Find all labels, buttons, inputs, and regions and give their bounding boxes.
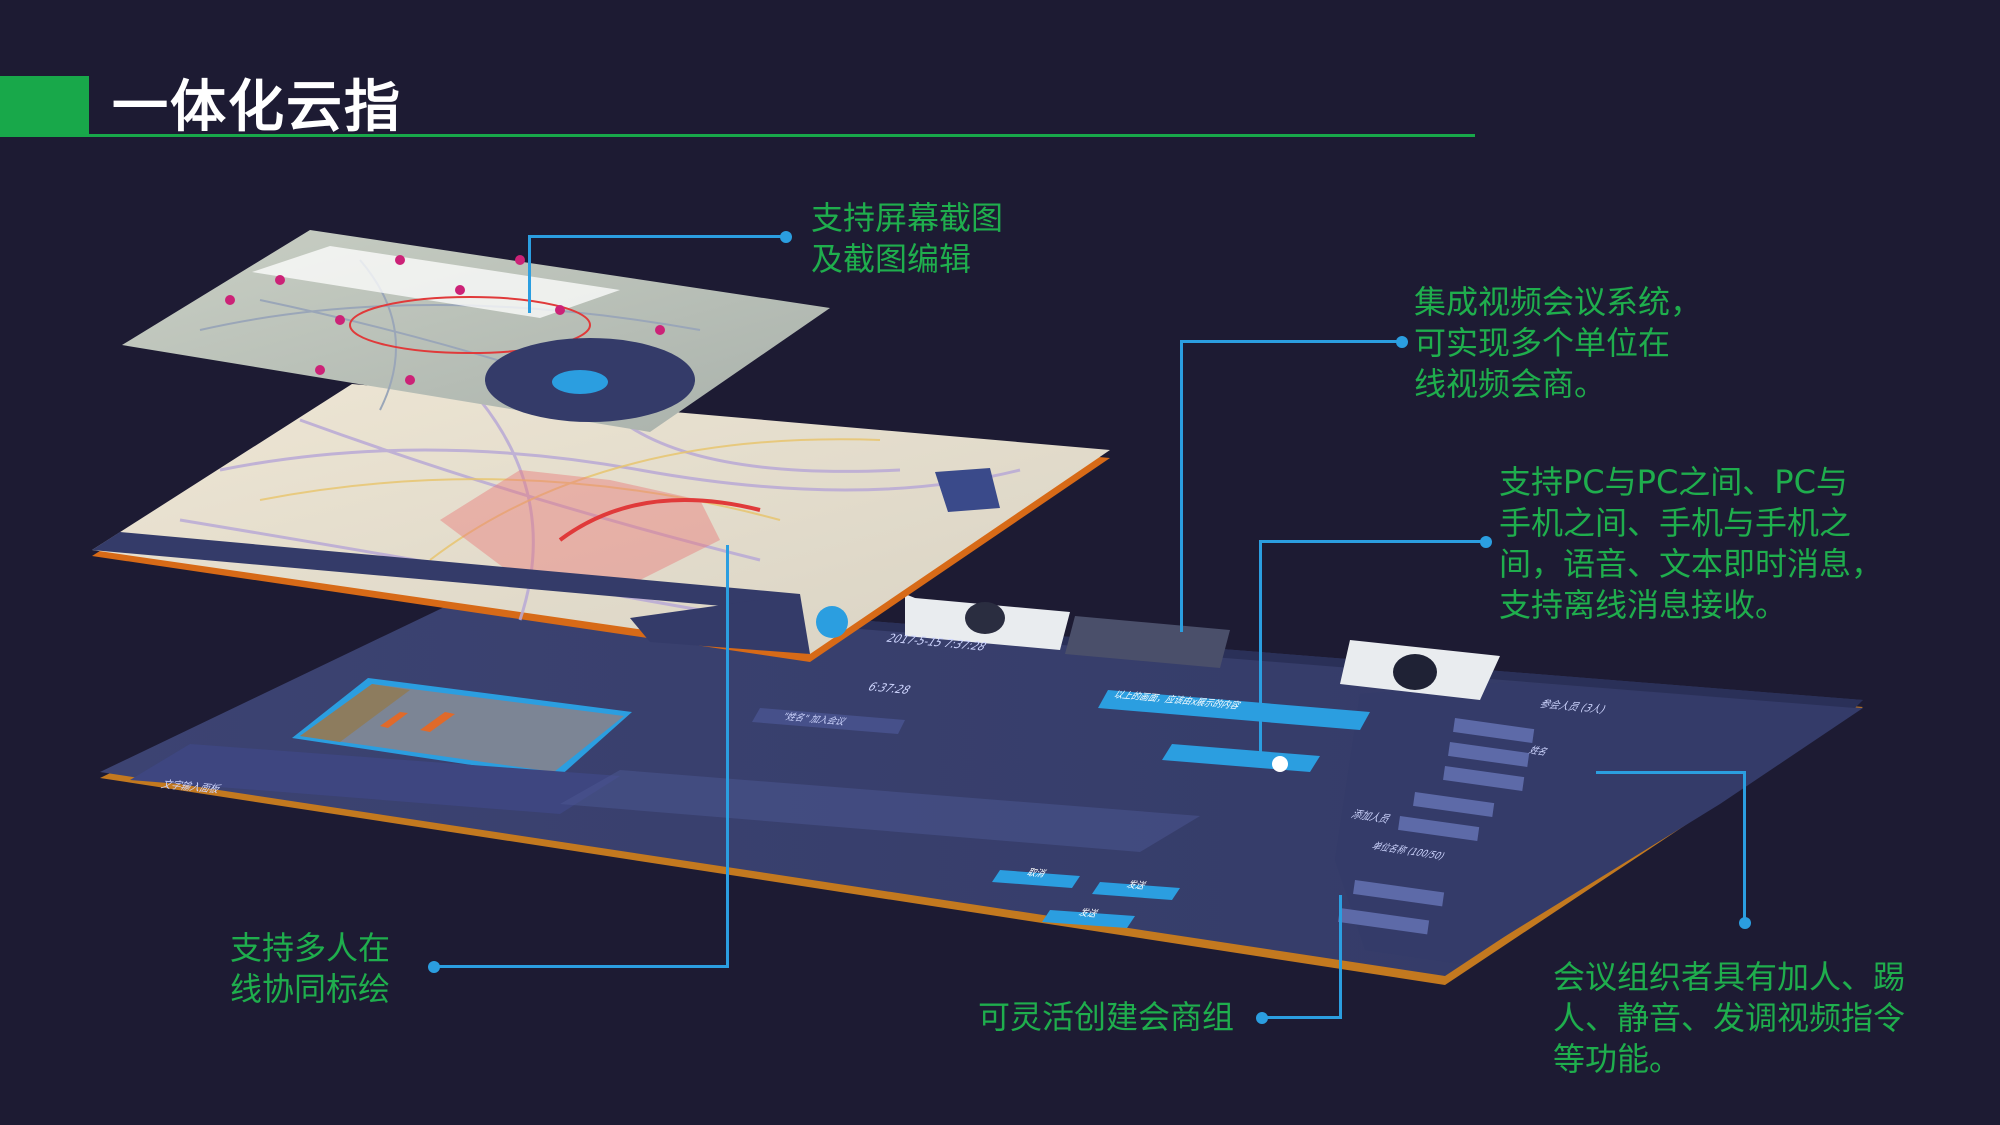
title-underline xyxy=(89,134,1475,137)
map-marker xyxy=(455,285,465,295)
callout-line: 手机之间、手机与手机之 xyxy=(1499,504,1852,542)
connector-msg-h xyxy=(1259,540,1485,543)
callout-line: 人、静音、发调视频指令 xyxy=(1553,999,1906,1037)
connector-collab-v xyxy=(726,545,729,967)
callout-line: 支持离线消息接收。 xyxy=(1499,586,1788,624)
map-marker xyxy=(405,375,415,385)
voice-play-icon xyxy=(1272,756,1288,772)
callout-collab-drawing: 支持多人在 线协同标绘 xyxy=(230,928,390,1010)
conference-screen xyxy=(100,590,1863,985)
connector-msg-v xyxy=(1259,540,1262,765)
participant-row xyxy=(1398,816,1480,841)
text-input-panel xyxy=(130,744,620,814)
participant-row xyxy=(1443,766,1525,791)
connector-group-h xyxy=(1262,1016,1342,1019)
map-marker xyxy=(555,305,565,315)
callout-messaging: 支持PC与PC之间、PC与 手机之间、手机与手机之 间，语音、文本即时消息， 支… xyxy=(1499,462,1883,626)
connector-group-v xyxy=(1339,895,1342,1019)
callout-line: 线协同标绘 xyxy=(230,970,391,1008)
speaker-avatar-1 xyxy=(965,602,1005,634)
map-marker xyxy=(655,325,665,335)
map-marker xyxy=(275,275,285,285)
map-screen xyxy=(92,384,1110,662)
message-bubble xyxy=(1098,690,1370,730)
map-marker xyxy=(225,295,235,305)
screenshot-screen-surface xyxy=(122,230,830,432)
drawn-arrow xyxy=(558,498,761,542)
callout-groups: 可灵活创建会商组 xyxy=(978,997,1234,1038)
callout-line: 支持PC与PC之间、PC与 xyxy=(1499,463,1848,501)
connector-dot xyxy=(428,961,440,973)
participant-row xyxy=(1453,717,1535,743)
video-thumbnails xyxy=(905,594,1500,700)
map-marker xyxy=(335,315,345,325)
callout-line: 支持屏幕截图 xyxy=(811,199,1004,237)
connector-video-h xyxy=(1180,340,1402,343)
map-toolbar xyxy=(92,532,800,612)
connector-screenshot-v xyxy=(528,235,531,313)
participant-row xyxy=(1448,742,1530,767)
radial-menu-center xyxy=(552,370,608,394)
confirm-button-shape xyxy=(1042,910,1135,928)
connector-dot xyxy=(1739,917,1751,929)
connector-screenshot-h xyxy=(528,235,786,238)
speaker-avatar-3 xyxy=(1393,654,1437,690)
callout-line: 等功能。 xyxy=(1553,1040,1682,1078)
screenshot-screen xyxy=(122,230,830,432)
connector-org-h xyxy=(1596,771,1746,774)
map-locate-button xyxy=(816,606,848,638)
connector-dot xyxy=(780,231,792,243)
shared-video xyxy=(292,678,632,778)
connector-video-v xyxy=(1180,340,1183,632)
chat-bubbles xyxy=(752,690,1370,772)
map-marker xyxy=(395,255,405,265)
connector-org-v xyxy=(1743,771,1746,921)
map-markers xyxy=(225,255,665,385)
callout-line: 支持多人在 xyxy=(230,929,391,967)
connector-dot xyxy=(1480,536,1492,548)
video-thumb-2 xyxy=(1065,616,1230,668)
cancel-button-shape xyxy=(992,870,1080,888)
callout-video-conference: 集成视频会议系统， 可实现多个单位在 线视频会商。 xyxy=(1414,282,1702,405)
callout-screenshot: 支持屏幕截图 及截图编辑 xyxy=(811,198,1003,280)
join-notice-pill xyxy=(752,708,905,734)
callout-line: 集成视频会议系统， xyxy=(1414,283,1703,321)
participant-row xyxy=(1338,908,1430,935)
callout-line: 可灵活创建会商组 xyxy=(978,998,1235,1036)
callout-line: 可实现多个单位在 xyxy=(1414,324,1671,362)
connector-collab-h xyxy=(432,965,729,968)
callout-line: 会议组织者具有加人、踢 xyxy=(1553,958,1906,996)
map-side-widget xyxy=(935,468,1000,512)
callout-line: 间，语音、文本即时消息， xyxy=(1499,545,1884,583)
map-toolbar-right xyxy=(630,594,810,654)
screenshot-annotation-ellipse xyxy=(349,296,591,354)
callout-line: 线视频会商。 xyxy=(1414,365,1607,403)
participant-row xyxy=(1353,880,1445,907)
map-marker xyxy=(515,255,525,265)
callout-line: 及截图编辑 xyxy=(811,240,972,278)
participant-list xyxy=(1338,717,1535,935)
page-title: 一体化云指 xyxy=(112,75,402,140)
input-progress-bar xyxy=(560,770,1200,852)
connector-dot xyxy=(1256,1012,1268,1024)
participant-row xyxy=(1413,792,1495,817)
send-button-shape xyxy=(1092,882,1180,900)
title-accent-block xyxy=(0,76,89,137)
callout-organizer: 会议组织者具有加人、踢 人、静音、发调视频指令 等功能。 xyxy=(1553,957,1905,1080)
connector-dot xyxy=(1396,336,1408,348)
map-marker xyxy=(315,365,325,375)
